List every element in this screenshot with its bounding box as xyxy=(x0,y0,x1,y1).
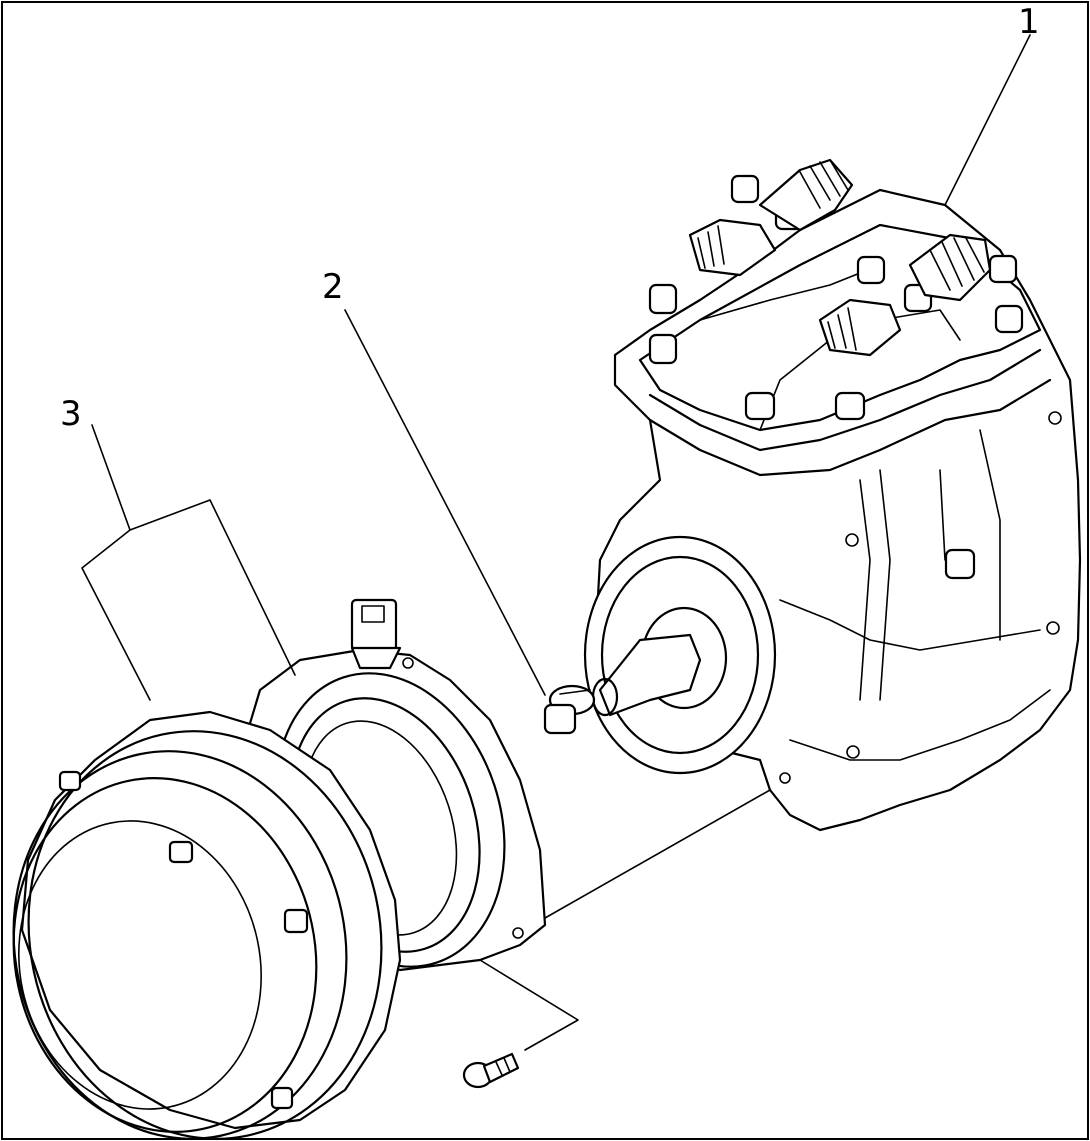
callout-1: 1 xyxy=(1018,2,1040,42)
shaft-key-nut xyxy=(543,684,596,735)
callout-3: 3 xyxy=(60,394,82,434)
compressor xyxy=(583,158,1082,832)
leader-lines xyxy=(81,34,1031,1051)
clutch-assembly xyxy=(12,598,547,1140)
service-fittings xyxy=(688,158,992,357)
callout-2: 2 xyxy=(322,267,344,307)
clutch-pulley xyxy=(12,710,402,1140)
front-flange xyxy=(583,535,777,775)
mounting-bolt xyxy=(462,1052,520,1089)
